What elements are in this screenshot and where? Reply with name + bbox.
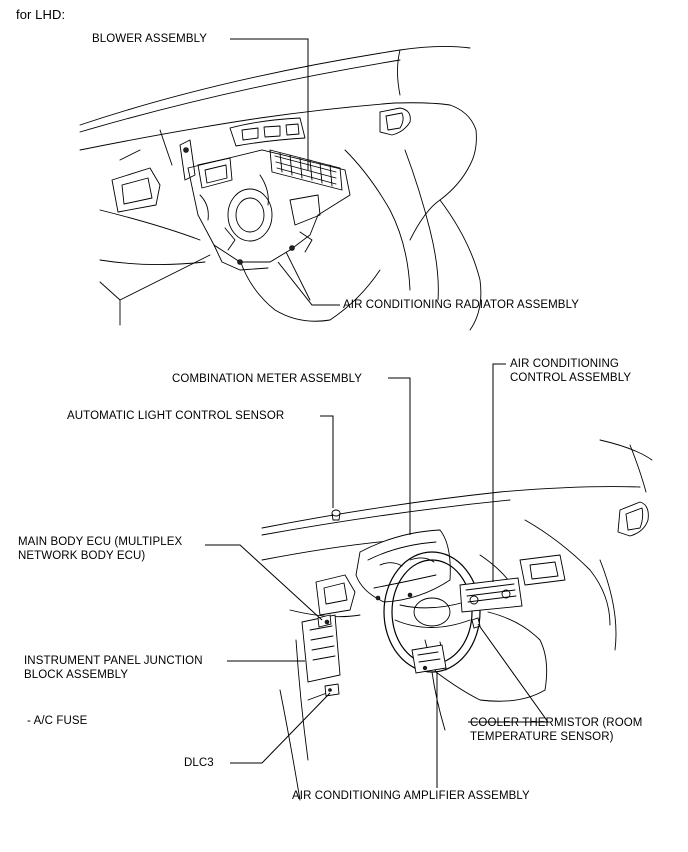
cooler-thermistor xyxy=(471,617,481,629)
label-blower-assembly: BLOWER ASSEMBLY xyxy=(92,33,208,45)
dlc3-connector xyxy=(324,683,340,697)
bottom-dashboard-illustration xyxy=(261,439,653,801)
label-ac-fuse: - A/C FUSE xyxy=(27,715,88,727)
ac-amplifier xyxy=(411,644,447,674)
top-dashboard-illustration xyxy=(79,45,482,331)
hvac-unit xyxy=(179,139,351,271)
label-cooler-thermistor: COOLER THERMISTOR (ROOM TEMPERATURE SENS… xyxy=(470,717,643,743)
light-sensor xyxy=(331,509,341,521)
label-ac-control-assembly: AIR CONDITIONING CONTROL ASSEMBLY xyxy=(510,358,632,384)
label-ac-amplifier-assembly: AIR CONDITIONING AMPLIFIER ASSEMBLY xyxy=(292,790,530,802)
junction-block xyxy=(301,614,341,683)
label-automatic-light-control-sensor: AUTOMATIC LIGHT CONTROL SENSOR xyxy=(67,410,285,422)
ac-control-panel xyxy=(459,577,523,613)
label-combination-meter-assembly: COMBINATION METER ASSEMBLY xyxy=(172,373,363,385)
diagram-heading: for LHD: xyxy=(16,7,66,22)
label-dlc3: DLC3 xyxy=(184,757,214,769)
label-ac-radiator-assembly: AIR CONDITIONING RADIATOR ASSEMBLY xyxy=(343,299,579,311)
label-main-body-ecu: MAIN BODY ECU (MULTIPLEX NETWORK BODY EC… xyxy=(18,536,183,562)
leader-lines xyxy=(205,38,549,788)
label-instrument-panel-junction-block: INSTRUMENT PANEL JUNCTION BLOCK ASSEMBLY xyxy=(24,655,203,681)
